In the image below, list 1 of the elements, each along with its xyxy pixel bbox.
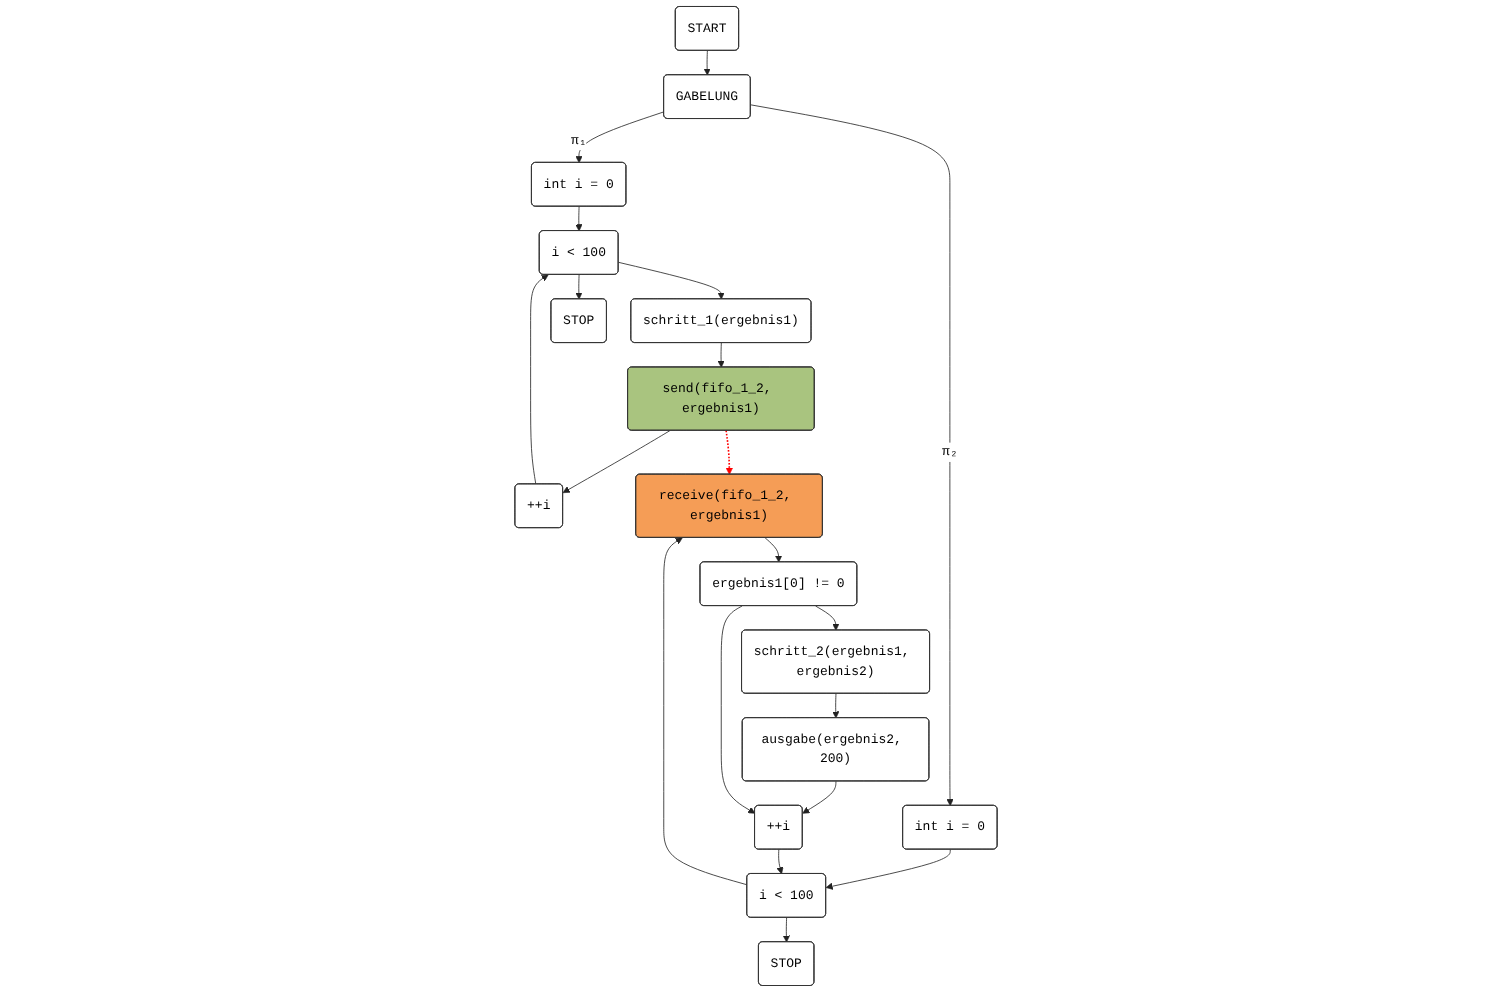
arrow <box>725 429 733 475</box>
